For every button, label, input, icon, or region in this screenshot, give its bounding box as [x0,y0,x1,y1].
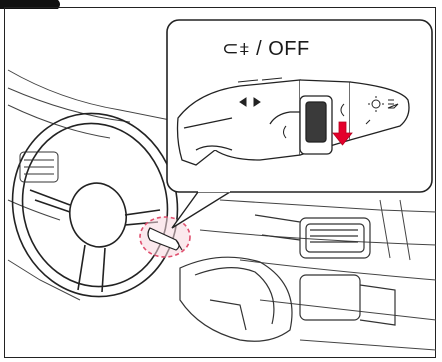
callout-pointer [172,192,230,228]
lower-console [180,257,395,341]
center-console [255,215,370,258]
fog-light-off-label: ⊂⧧ / OFF [222,36,310,61]
steering-wheel [0,98,194,312]
